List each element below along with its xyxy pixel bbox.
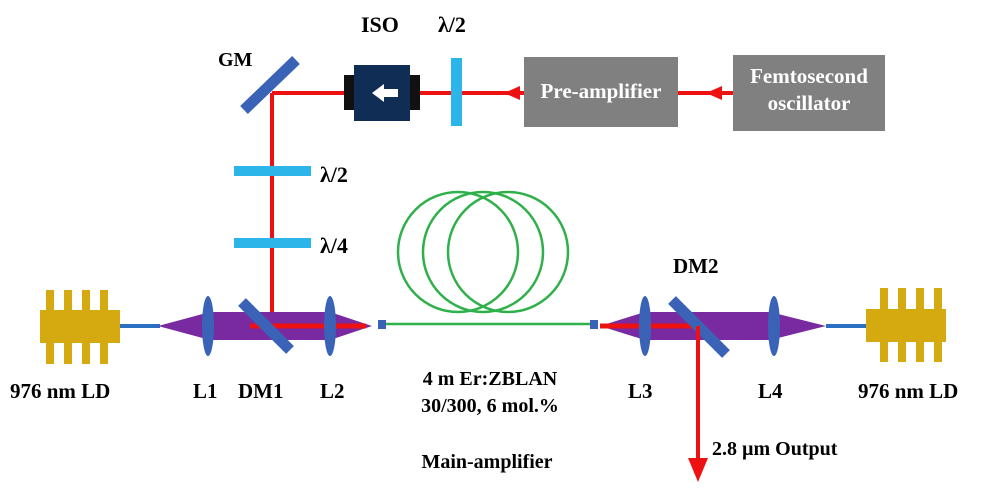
fiber-label-line1: 4 m Er:ZBLAN [423, 368, 558, 390]
output-arrow [688, 458, 708, 482]
laser-diode-right [866, 288, 946, 362]
main-amplifier-label: Main-amplifier [421, 451, 552, 473]
isolator-arrow-icon [372, 84, 398, 102]
oscillator-label-line2: oscillator [768, 91, 851, 115]
lens-l1 [202, 296, 214, 356]
er-zblan-fiber [378, 190, 598, 329]
dm1-label: DM1 [238, 379, 284, 403]
quarter-wave-plate-label: λ/4 [320, 233, 348, 258]
output-label: 2.8 µm Output [712, 438, 838, 460]
gold-mirror [240, 56, 300, 114]
laser-diode-left [40, 290, 120, 364]
half-wave-plate-side-label: λ/2 [320, 162, 348, 187]
lens-l3 [639, 296, 651, 356]
l1-label: L1 [193, 379, 218, 403]
fiber-label-line2: 30/300, 6 mol.% [421, 395, 559, 417]
dm2-label: DM2 [673, 254, 719, 278]
half-wave-plate-top [451, 58, 462, 126]
lens-l4 [768, 296, 780, 356]
dichroic-mirror-dm1 [238, 298, 294, 354]
pre-amplifier-label: Pre-amplifier [541, 79, 662, 103]
half-wave-plate-side [234, 166, 311, 176]
oscillator-label-line1: Femtosecond [750, 64, 868, 88]
ld-right-label: 976 nm LD [858, 379, 958, 403]
isolator [344, 65, 420, 121]
gold-mirror-label: GM [218, 49, 253, 71]
lens-l2 [324, 296, 336, 356]
ld-left-label: 976 nm LD [10, 379, 110, 403]
l4-label: L4 [758, 379, 783, 403]
l2-label: L2 [320, 379, 345, 403]
l3-label: L3 [628, 379, 653, 403]
beam-direction-arrow [504, 86, 520, 100]
quarter-wave-plate [234, 238, 311, 248]
beam-direction-arrow [706, 86, 722, 100]
half-wave-plate-top-label: λ/2 [438, 12, 466, 37]
pre-amplifier-box: Pre-amplifier [524, 57, 678, 127]
isolator-label: ISO [361, 12, 399, 37]
femtosecond-oscillator-box: Femtosecond oscillator [733, 55, 885, 131]
